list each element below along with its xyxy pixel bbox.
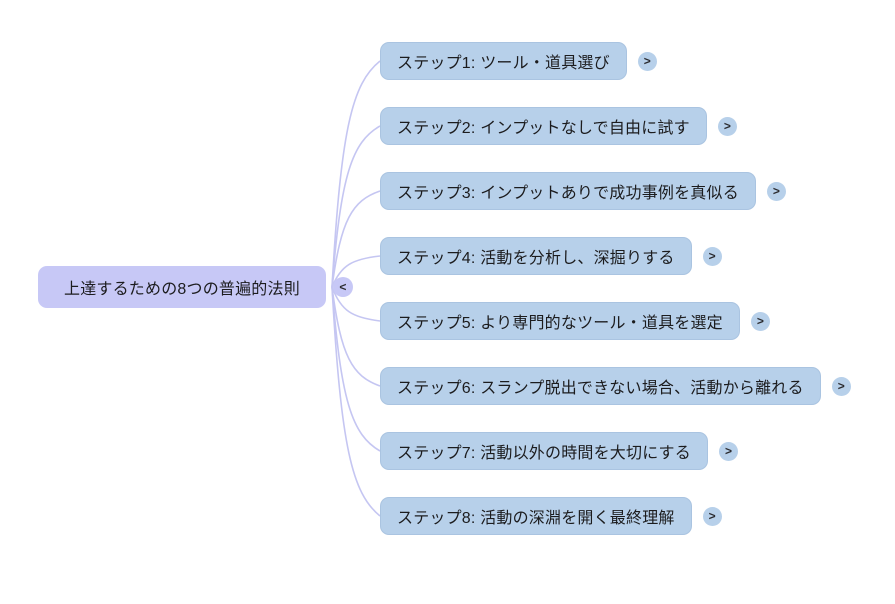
chevron-right-icon: > (837, 379, 845, 393)
child-node[interactable]: ステップ8: 活動の深淵を開く最終理解 (380, 497, 692, 535)
expand-button[interactable]: > (718, 441, 738, 461)
child-node[interactable]: ステップ1: ツール・道具選び (380, 42, 627, 80)
expand-button[interactable]: > (717, 116, 737, 136)
child-row: ステップ3: インプットありで成功事例を真似る > (380, 172, 786, 210)
chevron-right-icon: > (708, 249, 716, 263)
child-node[interactable]: ステップ2: インプットなしで自由に試す (380, 107, 707, 145)
child-row: ステップ2: インプットなしで自由に試す > (380, 107, 737, 145)
expand-button[interactable]: > (831, 376, 851, 396)
chevron-right-icon: > (708, 509, 716, 523)
connector-path (331, 125, 381, 288)
connector-path (331, 286, 381, 452)
child-row: ステップ8: 活動の深淵を開く最終理解 > (380, 497, 722, 535)
chevron-right-icon: > (756, 314, 764, 328)
expand-button[interactable]: > (702, 246, 722, 266)
expand-button[interactable]: > (702, 506, 722, 526)
expand-button[interactable]: > (750, 311, 770, 331)
child-row: ステップ5: より専門的なツール・道具を選定 > (380, 302, 770, 340)
child-row: ステップ6: スランプ脱出できない場合、活動から離れる > (380, 367, 851, 405)
root-node[interactable]: 上達するための8つの普遍的法則 (38, 266, 326, 308)
expand-button[interactable]: > (637, 51, 657, 71)
child-row: ステップ7: 活動以外の時間を大切にする > (380, 432, 738, 470)
connector-path (331, 60, 381, 288)
connector-path (331, 286, 381, 517)
expand-button[interactable]: > (766, 181, 786, 201)
chevron-right-icon: > (724, 444, 732, 458)
collapse-button[interactable]: < (332, 277, 353, 297)
chevron-left-icon: < (339, 280, 347, 294)
child-node[interactable]: ステップ4: 活動を分析し、深掘りする (380, 237, 692, 275)
child-row: ステップ1: ツール・道具選び > (380, 42, 657, 80)
root-row: 上達するための8つの普遍的法則 < (38, 266, 353, 308)
child-row: ステップ4: 活動を分析し、深掘りする > (380, 237, 722, 275)
chevron-right-icon: > (723, 119, 731, 133)
chevron-right-icon: > (643, 54, 651, 68)
chevron-right-icon: > (772, 184, 780, 198)
child-node[interactable]: ステップ6: スランプ脱出できない場合、活動から離れる (380, 367, 821, 405)
child-node[interactable]: ステップ3: インプットありで成功事例を真似る (380, 172, 756, 210)
child-node[interactable]: ステップ7: 活動以外の時間を大切にする (380, 432, 708, 470)
child-node[interactable]: ステップ5: より専門的なツール・道具を選定 (380, 302, 740, 340)
